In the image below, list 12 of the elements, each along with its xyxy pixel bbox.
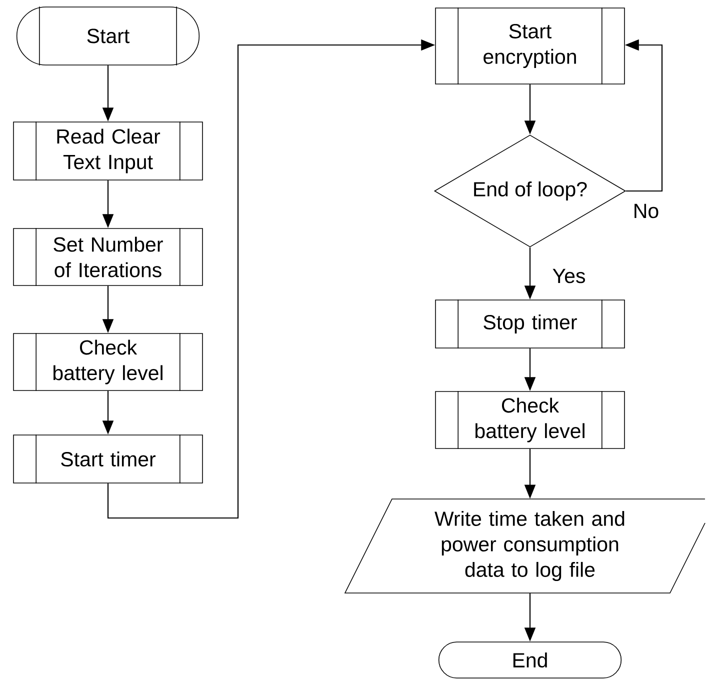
process-box: Read Clear Text Input	[13, 121, 203, 181]
process-box: Start encryption	[435, 7, 625, 85]
data-parallelogram: Write time taken and power consumption data to log file	[344, 498, 706, 594]
process-box: Start timer	[13, 434, 203, 484]
process-box: Check battery level	[435, 390, 625, 450]
process-box: Stop timer	[435, 299, 625, 349]
terminal-box: End	[438, 642, 622, 678]
terminal-box: Start	[16, 6, 200, 66]
edge-label: Yes	[551, 268, 587, 284]
edge-label: No	[632, 202, 660, 220]
process-box: Check battery level	[13, 332, 203, 392]
process-box: Set Number of Iterations	[13, 228, 203, 286]
